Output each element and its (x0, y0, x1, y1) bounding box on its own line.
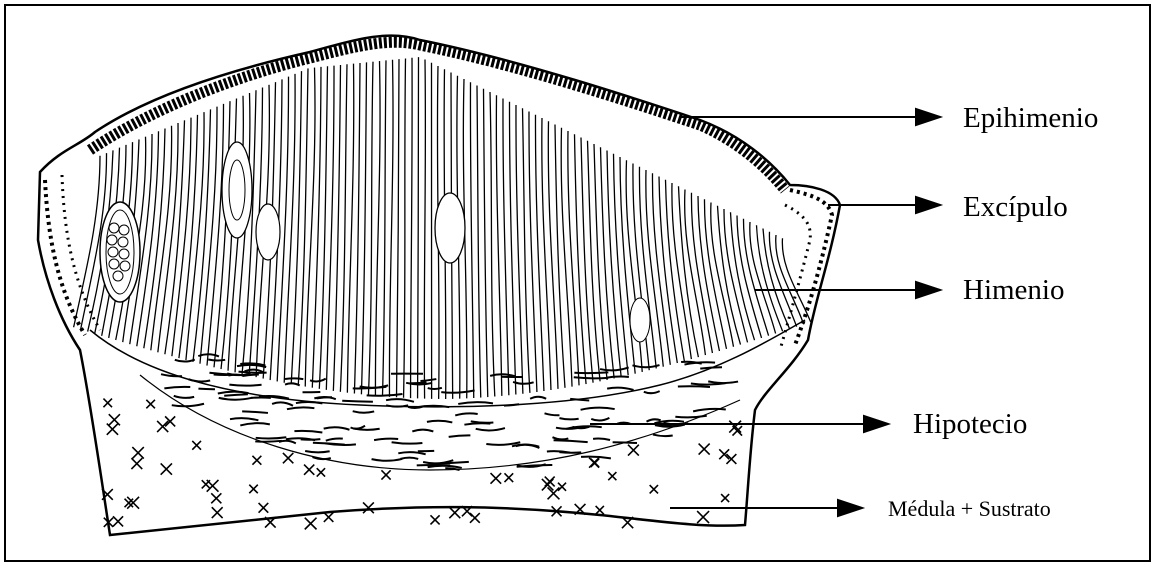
hypha-segment (198, 389, 215, 390)
ascus (222, 142, 252, 238)
arrow-medula-head (838, 500, 862, 516)
hypha-segment (255, 441, 282, 442)
medulla-cross (449, 507, 460, 518)
hypha-segment (428, 388, 442, 389)
hypha-segment (574, 377, 608, 378)
medulla-cross (470, 513, 480, 523)
hypha-segment (678, 386, 710, 387)
label-epihimenio: Epihimenio (963, 104, 1098, 133)
label-medula-sustrato: Médula + Sustrato (888, 498, 1051, 520)
hypha-segment (342, 401, 373, 402)
arrow-excipulo-head (916, 197, 940, 213)
label-himenio: Himenio (963, 276, 1065, 305)
label-hipotecio: Hipotecio (913, 410, 1027, 439)
hypha-segment (574, 372, 608, 373)
arrow-epihimenio-head (916, 109, 940, 125)
medulla-cross (430, 515, 439, 524)
hypha-segment (559, 452, 581, 453)
ascus (256, 204, 280, 260)
arrow-hipotecio-head (864, 416, 888, 432)
medulla-cross (324, 512, 333, 521)
medulla-cross (305, 518, 317, 530)
ascus (435, 193, 465, 263)
arrow-himenio-head (916, 282, 940, 298)
hypha-segment (285, 378, 303, 379)
label-excipulo: Excípulo (963, 193, 1068, 222)
ascus (630, 298, 650, 342)
hypha-segment (214, 375, 234, 376)
hypha-segment (411, 382, 427, 383)
hypha-segment (208, 359, 225, 360)
hypha-segment (613, 442, 637, 443)
hypha-segment (229, 385, 261, 386)
